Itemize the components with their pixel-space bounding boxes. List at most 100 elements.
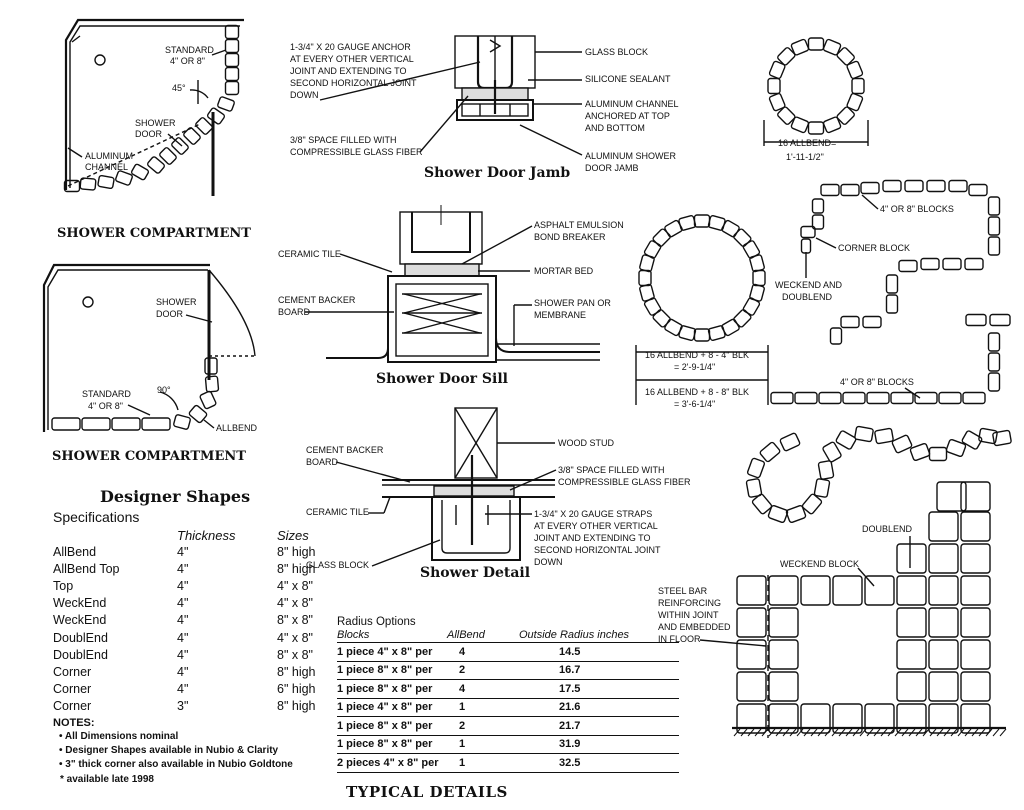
spec-cell: Corner	[53, 699, 92, 714]
door-sill-drawing	[326, 205, 600, 363]
spec-cell: 6" high	[277, 682, 316, 697]
glass-block	[926, 179, 946, 193]
wall-steel-bar-2: REINFORCING	[658, 598, 721, 608]
spec-cell: 8" high	[277, 544, 316, 559]
spec-cell: 4"	[177, 613, 189, 628]
plan-blocks-label-2: 4" OR 8" BLOCKS	[840, 377, 914, 387]
jamb-silicone-label: SILICONE SEALANT	[585, 74, 671, 84]
radius-cell: 1 piece 8" x 8" per	[337, 679, 447, 699]
radius-cell: 32.5	[519, 753, 679, 773]
radius-cell: 1	[447, 698, 519, 717]
spec-cell: WeckEnd	[53, 613, 107, 628]
glass-block	[643, 297, 662, 316]
spec-cell: 8" x 8"	[277, 613, 313, 628]
spec-cell: WeckEnd	[53, 596, 107, 611]
wall-block	[736, 703, 767, 734]
glass-block	[721, 219, 740, 238]
glass-block	[801, 493, 823, 515]
radius-cell: 1 piece 4" x 8" per	[337, 642, 447, 662]
glass-block	[904, 179, 924, 193]
glass-block	[860, 181, 880, 195]
detail-title: Shower Detail	[420, 565, 530, 581]
glass-block	[195, 117, 213, 135]
glass-block	[664, 318, 683, 337]
sill-shower-pan-1: SHOWER PAN OR	[534, 298, 611, 308]
wall-steel-bar-3: WITHIN JOINT	[658, 610, 719, 620]
plan-block-run	[770, 179, 1011, 405]
radius-cell: 1 piece 4" x 8" per	[337, 698, 447, 717]
wall-block	[832, 575, 863, 606]
wall-block	[896, 671, 927, 702]
jamb-space-note-1: 3/8" SPACE FILLED WITH	[290, 135, 397, 145]
sill-ceramic-tile-label: CERAMIC TILE	[278, 249, 341, 259]
glass-block	[678, 215, 697, 231]
sc1-door-label-2: DOOR	[135, 129, 163, 139]
glass-block	[968, 183, 988, 197]
spec-cell: 4"	[177, 596, 189, 611]
glass-block	[851, 77, 865, 95]
wall-block	[928, 607, 959, 638]
notes-block: NOTES: • All Dimensions nominal • Design…	[53, 716, 293, 772]
glass-block	[817, 460, 835, 480]
jamb-anchor-note-4: SECOND HORIZONTAL JOINT	[290, 78, 417, 88]
jamb-title: Shower Door Jamb	[424, 165, 570, 181]
glass-block	[807, 37, 825, 51]
glass-block	[639, 254, 655, 273]
wall-elevation	[736, 481, 991, 734]
glass-block	[891, 434, 913, 454]
radius-cell: 14.5	[519, 642, 679, 662]
wall-block	[896, 607, 927, 638]
spec-col-name	[53, 528, 143, 543]
glass-block	[978, 427, 998, 445]
glass-block	[767, 77, 781, 95]
wall-block	[768, 607, 799, 638]
glass-block	[813, 478, 831, 498]
wall-steel-bar-1: STEEL BAR	[658, 586, 708, 596]
radius-col-blocks: Blocks	[337, 628, 447, 643]
wall-block	[832, 703, 863, 734]
glass-block	[224, 52, 240, 68]
glass-block	[746, 457, 766, 479]
detail-ceramic-tile-label: CERAMIC TILE	[306, 507, 369, 517]
plan-blocks-label-1: 4" OR 8" BLOCKS	[880, 204, 954, 214]
glass-block	[811, 198, 825, 214]
glass-block	[79, 177, 97, 191]
radius-cell: 1 piece 8" x 8" per	[337, 716, 447, 736]
glass-block	[987, 236, 1001, 256]
availability-note: * available late 1998	[60, 774, 154, 785]
glass-block	[829, 327, 843, 345]
wall-doublend-label: DOUBLEND	[862, 524, 913, 534]
glass-block	[846, 60, 864, 80]
circle-large-label-2b: = 3'-6-1/4"	[674, 399, 715, 409]
sc1-title: SHOWER COMPARTMENT	[57, 226, 251, 241]
glass-block	[840, 183, 860, 197]
radius-cell: 1	[447, 753, 519, 773]
sill-asphalt-label-2: BOND BREAKER	[534, 232, 606, 242]
jamb-anchor-note-3: JOINT AND EXTENDING TO	[290, 66, 407, 76]
radius-options-title: Radius Options	[337, 616, 416, 628]
glass-block	[928, 446, 948, 462]
wall-block	[928, 511, 959, 542]
radius-cell: 1 piece 8" x 8" per	[337, 661, 447, 680]
glass-block	[224, 24, 240, 40]
glass-block	[183, 127, 201, 145]
glass-block	[945, 438, 967, 458]
glass-block	[759, 441, 781, 463]
wall-block	[768, 639, 799, 670]
glass-block	[964, 257, 984, 271]
jamb-anchor-note-2: AT EVERY OTHER VERTICAL	[290, 54, 414, 64]
glass-block	[111, 417, 141, 431]
sill-cement-backer-1: CEMENT BACKER	[278, 295, 356, 305]
wall-block	[864, 703, 895, 734]
wall-block	[936, 481, 967, 512]
glass-block	[987, 352, 1001, 372]
